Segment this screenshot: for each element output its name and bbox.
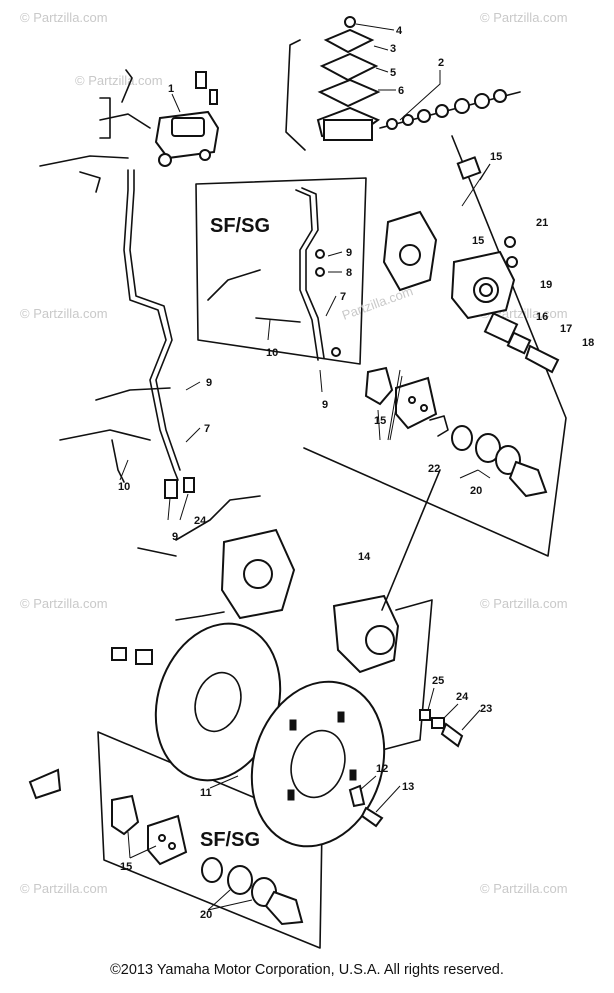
callout-12: 12 [376,763,388,775]
callout-11: 11 [200,787,212,799]
sf-sg-lower-box: SF/SG [97,731,323,949]
box-label-upper: SF/SG [210,215,270,237]
callout-24-right: 24 [456,691,469,703]
callout-15-mid: 15 [472,235,484,247]
callout-23: 23 [480,703,492,715]
callout-9-upper: 9 [346,247,352,259]
master-cyl-bracket [285,39,306,151]
leader-lines [119,23,491,911]
callout-17: 17 [560,323,572,335]
watermark: © Partzilla.com [480,10,568,25]
reservoir-cap-stack [316,16,381,142]
callout-16: 16 [536,311,548,323]
master-cylinder-piston-kit [379,89,521,130]
caliper-body-upper [382,156,560,374]
watermark: © Partzilla.com [20,10,108,25]
bolts-lower-right [28,647,464,828]
callout-3: 3 [390,43,396,55]
box-label-lower: SF/SG [200,829,260,851]
watermark-center: Partzilla.com [340,283,415,323]
callout-9-left: 9 [206,377,212,389]
callout-9-upper-lower: 9 [322,399,328,411]
callout-10-upper: 10 [266,347,278,359]
callout-15-pads: 15 [374,415,386,427]
watermark: © Partzilla.com [480,881,568,896]
callout-15-lower: 15 [120,861,132,873]
callout-7-upper: 7 [340,291,346,303]
watermark: © Partzilla.com [20,306,108,321]
callout-18: 18 [582,337,594,349]
callout-5: 5 [390,67,396,79]
callout-25: 25 [432,675,444,687]
pad-seal-kit-lower [111,794,304,926]
callout-15-top: 15 [490,151,502,163]
callout-8: 8 [346,267,352,279]
upper-box-hose [207,187,341,361]
watermark: © Partzilla.com [20,881,108,896]
sf-sg-upper-box: SF/SG [195,177,367,365]
callout-1: 1 [168,83,174,95]
caliper-bracket-left [137,495,296,621]
callout-7-left: 7 [204,423,210,435]
callout-19: 19 [540,279,552,291]
brake-hose-assembly [39,155,195,499]
callout-10-left: 10 [118,481,130,493]
callout-9-bottom: 9 [172,531,178,543]
callout-numbers: 1 2 3 4 5 6 7 7 8 9 9 9 9 9 10 10 11 12 … [118,25,594,921]
callout-4: 4 [396,25,403,37]
callout-22: 22 [428,463,440,475]
watermarks: © Partzilla.com © Partzilla.com © Partzi… [20,10,568,896]
callout-13: 13 [402,781,414,793]
watermark: © Partzilla.com [20,596,108,611]
callout-21: 21 [536,217,548,229]
watermark: © Partzilla.com [480,596,568,611]
callout-20-upper: 20 [470,485,482,497]
callout-6: 6 [398,85,404,97]
callout-20-lower: 20 [200,909,212,921]
callout-14: 14 [358,551,371,563]
pad-seal-kit-upper [364,366,548,498]
caliper-assembly-lower [332,469,441,751]
copyright-notice: ©2013 Yamaha Motor Corporation, U.S.A. A… [110,962,504,978]
callout-2: 2 [438,57,444,69]
master-cylinder [99,69,220,167]
watermark: © Partzilla.com [75,73,163,88]
brake-disc-right [250,680,386,848]
callout-24-left: 24 [194,515,207,527]
